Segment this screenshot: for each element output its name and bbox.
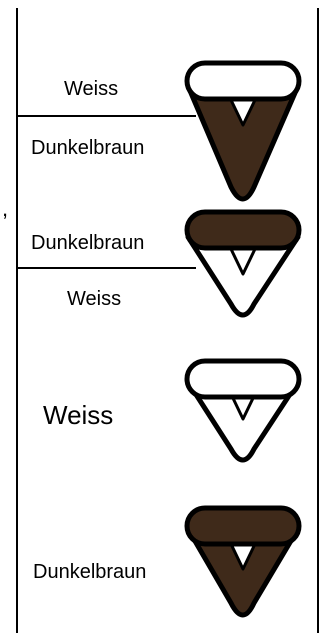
variant-4-body bbox=[185, 526, 301, 618]
variant-1: Weiss Dunkelbraun bbox=[17, 60, 302, 202]
variant-2-bottom-label: Weiss bbox=[67, 288, 121, 310]
variant-3-body bbox=[185, 379, 301, 463]
variant-1-body bbox=[185, 83, 301, 202]
variant-2: Dunkelbraun Weiss bbox=[17, 209, 302, 318]
variant-4-label: Dunkelbraun bbox=[33, 561, 146, 583]
variant-4-cap bbox=[184, 505, 302, 547]
variant-1-cap bbox=[184, 60, 302, 102]
variant-2-top-label: Dunkelbraun bbox=[31, 232, 144, 254]
variant-1-bottom-label: Dunkelbraun bbox=[31, 137, 144, 159]
variant-3-label: Weiss bbox=[43, 400, 113, 430]
variant-2-body bbox=[185, 234, 301, 318]
variant-3-cap bbox=[184, 358, 302, 400]
variant-3: Weiss bbox=[43, 358, 302, 463]
stray-mark: , bbox=[2, 196, 8, 221]
variant-1-top-label: Weiss bbox=[64, 78, 118, 100]
variant-4: Dunkelbraun bbox=[33, 505, 302, 618]
variant-2-cap bbox=[184, 209, 302, 251]
